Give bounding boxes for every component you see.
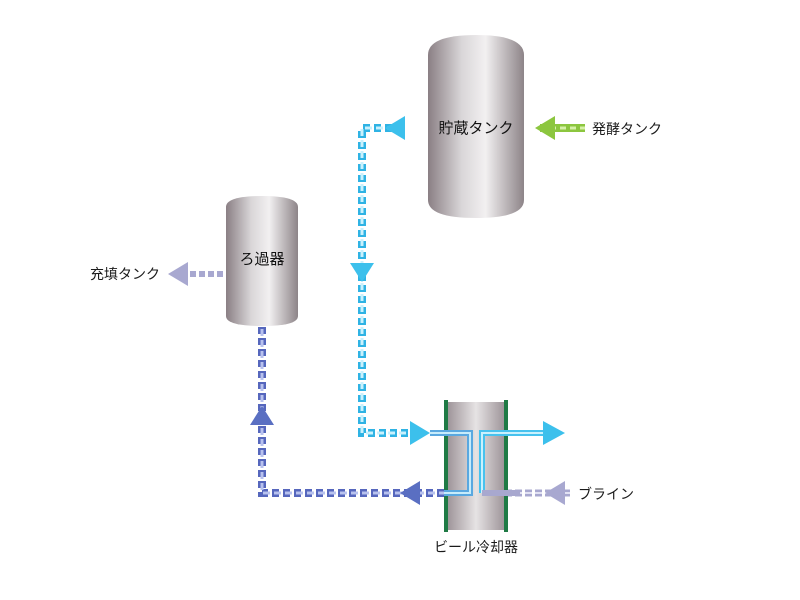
beer-cooler-label: ビール冷却器	[434, 540, 518, 556]
arrow-left-icon	[385, 116, 405, 140]
storage-tank-label: 貯蔵タンク	[438, 119, 513, 137]
brine-label: ブライン	[578, 486, 634, 503]
arrow-left-icon	[400, 481, 420, 505]
arrow-right-icon	[410, 421, 430, 445]
arrow-up-icon	[250, 406, 274, 425]
arrow-down-icon	[350, 263, 374, 282]
storage-tank: 貯蔵タンク	[428, 35, 524, 218]
arrow-right-icon	[543, 421, 565, 445]
arrow-left-icon	[545, 481, 565, 505]
fermentation-line	[535, 116, 585, 140]
filter-label: ろ過器	[239, 250, 284, 268]
filling-tank-label: 充填タンク	[90, 267, 160, 283]
beer-line-cooler-to-filter	[250, 325, 444, 505]
filling-line	[168, 262, 226, 286]
filter-vessel: ろ過器	[226, 196, 298, 326]
beer-cooler: ビール冷却器	[430, 400, 565, 556]
arrow-left-icon	[168, 262, 188, 286]
fermentation-tank-label: 発酵タンク	[592, 122, 662, 138]
arrow-left-icon	[535, 116, 555, 140]
beer-line-storage-to-cooler	[350, 116, 430, 445]
